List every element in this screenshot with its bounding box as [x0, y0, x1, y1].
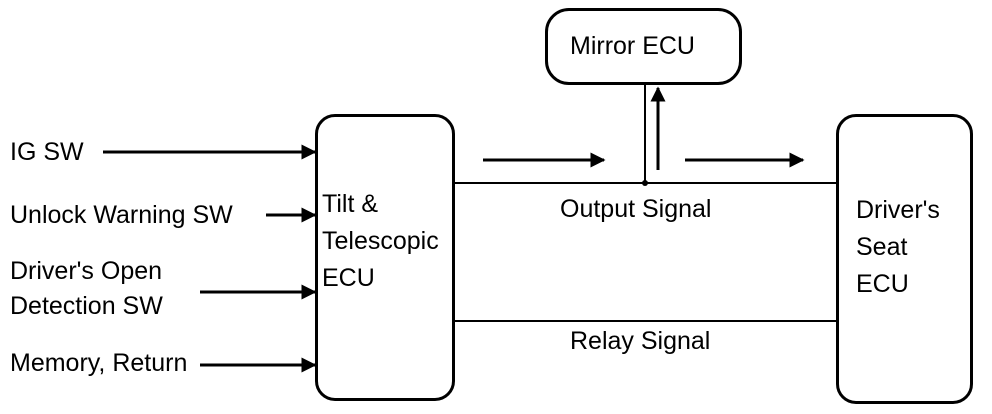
seat-ecu-label-line3: ECU [856, 270, 909, 298]
mirror-ecu-label: Mirror ECU [570, 32, 695, 60]
ig-sw-label: IG SW [10, 138, 84, 166]
relay-signal-label: Relay Signal [570, 327, 711, 355]
drivers-open-detection-label-line1: Driver's Open [10, 257, 163, 285]
junction-dot [642, 180, 648, 186]
drivers-seat-ecu-box [836, 114, 973, 404]
tilt-telescopic-ecu-box [315, 114, 455, 401]
memory-return-label: Memory, Return [10, 349, 188, 377]
drivers-open-detection-label-line2: Detection SW [10, 292, 163, 320]
tilt-ecu-label-line1: Tilt & [322, 190, 379, 218]
mirror-ecu-box [545, 8, 742, 85]
tilt-ecu-label-line3: ECU [322, 264, 375, 292]
seat-ecu-label-line2: Seat [856, 233, 908, 261]
unlock-warning-sw-label: Unlock Warning SW [10, 201, 233, 229]
tilt-ecu-label-line2: Telescopic [322, 227, 439, 255]
output-signal-label: Output Signal [560, 195, 712, 223]
seat-ecu-label-line1: Driver's [856, 196, 940, 224]
